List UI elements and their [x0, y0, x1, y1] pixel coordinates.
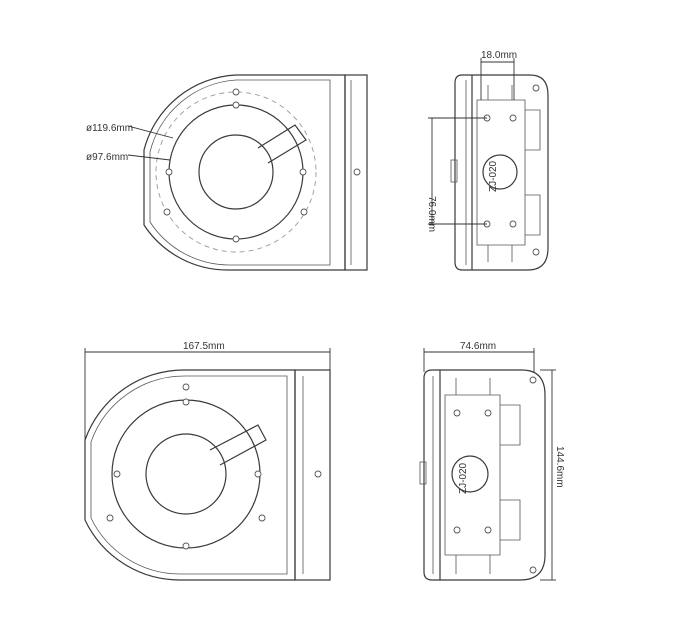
front-body-inner-outline [149, 79, 331, 266]
front-view-top: ø119.6mm ø97.6mm [86, 74, 368, 271]
side-bracket-plate [476, 99, 526, 246]
side-cable-hole-bottom [451, 455, 489, 493]
label-depth: 74.6mm [460, 341, 496, 352]
front-mount-plate-bottom [294, 369, 331, 581]
front-body-outline [143, 74, 346, 271]
front-body-outline-bottom [84, 369, 296, 581]
cable-opening-bottom [145, 433, 227, 515]
side-view-top: ZJ-020 18.0mm 76.0mm [426, 50, 549, 271]
part-label-bottom: ZJ-020 [458, 462, 469, 494]
side-bracket-plate-bottom [444, 394, 501, 556]
side-body-outline [454, 74, 549, 271]
label-slot-width: 18.0mm [481, 50, 517, 61]
part-label-top: ZJ-020 [488, 160, 499, 192]
side-cable-hole [482, 154, 518, 190]
plate-screw-hole [353, 168, 361, 176]
front-body-inner-outline-bottom [90, 375, 288, 575]
label-inner-diameter: ø97.6mm [86, 152, 128, 163]
cable-opening [198, 134, 274, 210]
front-view-bottom: 167.5mm [84, 341, 331, 581]
label-total-width: 167.5mm [183, 341, 225, 352]
side-body-outline-bottom [423, 369, 546, 581]
front-mount-plate [344, 74, 368, 271]
inner-diameter-circle [168, 104, 304, 240]
side-view-bottom: 74.6mm ZJ-020 144.6mm [419, 341, 565, 581]
label-outer-diameter: ø119.6mm [86, 123, 133, 134]
outer-diameter-circle [155, 91, 317, 253]
inner-diameter-circle-bottom [111, 399, 261, 549]
label-hole-spacing: 76.0mm [426, 196, 437, 232]
label-height: 144.6mm [554, 446, 565, 488]
cable-channel [257, 124, 307, 164]
